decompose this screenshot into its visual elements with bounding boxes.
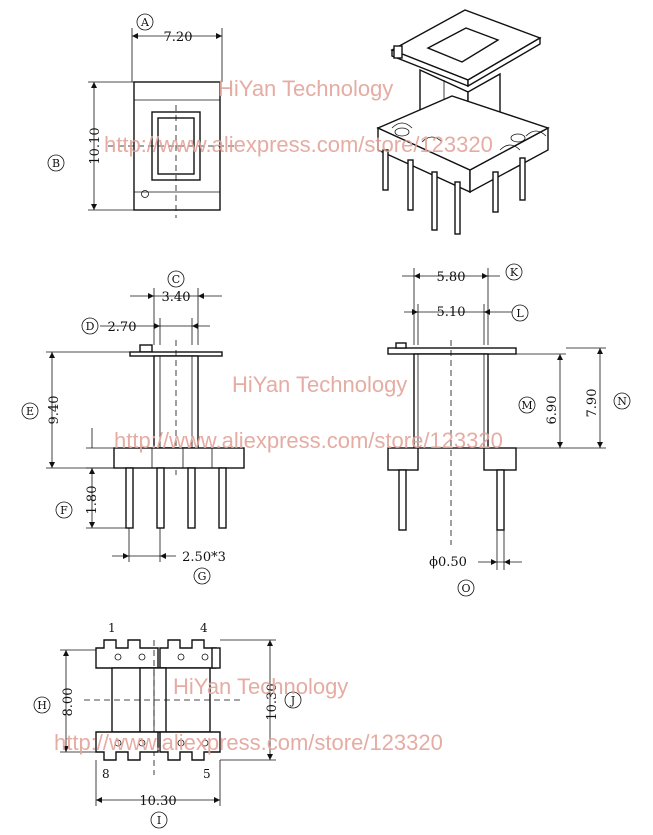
watermark-url-1: http://www.aliexpress.com/store/123320 bbox=[104, 132, 493, 157]
dim-front-height: 9.40 bbox=[47, 396, 62, 425]
watermark-url-3: http://www.aliexpress.com/store/123320 bbox=[54, 730, 443, 755]
dim-front-pin-length: 1.80 bbox=[85, 486, 100, 515]
dim-side-inner-height: 6.90 bbox=[545, 396, 560, 425]
label-circle-a bbox=[136, 13, 154, 31]
side-view: 5.80 K 5.10 L 6.90 M bbox=[387, 263, 631, 597]
watermark-brand-3: HiYan Technology bbox=[173, 674, 348, 699]
pin-1-label: 1 bbox=[108, 621, 116, 635]
pin-4-label: 4 bbox=[200, 621, 208, 635]
label-n: N bbox=[617, 395, 627, 408]
pin-8-label: 8 bbox=[102, 767, 110, 781]
watermark-brand-1: HiYan Technology bbox=[218, 76, 393, 101]
dim-top-height: 10.10 bbox=[88, 127, 103, 164]
front-view: C 3.40 D 2.70 9.40 bbox=[21, 270, 245, 585]
front-base bbox=[113, 447, 245, 469]
label-d: D bbox=[86, 320, 95, 333]
dim-front-pitch: 2.50*3 bbox=[182, 550, 226, 565]
isometric-view bbox=[376, 9, 550, 235]
watermark-brand-2: HiYan Technology bbox=[232, 372, 407, 397]
dim-side-outer-width: 5.80 bbox=[437, 270, 466, 285]
pin-5-label: 5 bbox=[203, 767, 211, 781]
dim-side-total-height: 7.90 bbox=[585, 389, 600, 418]
label-k: K bbox=[510, 266, 519, 279]
label-a: A bbox=[140, 16, 150, 29]
dim-front-inner-width: 2.70 bbox=[108, 320, 137, 335]
dim-top-width: 7.20 bbox=[164, 30, 193, 45]
dim-bottom-height: 8.00 bbox=[61, 688, 76, 717]
label-f: F bbox=[60, 504, 68, 517]
label-m: M bbox=[521, 399, 532, 412]
label-b: B bbox=[52, 157, 60, 170]
dim-bottom-width: 10.30 bbox=[139, 794, 176, 809]
label-o: O bbox=[461, 582, 470, 595]
label-j: J bbox=[290, 694, 295, 707]
label-c: C bbox=[172, 273, 180, 286]
label-e: E bbox=[26, 405, 34, 418]
dim-side-pin-dia: ϕ0.50 bbox=[429, 555, 467, 570]
dim-bottom-depth: 10.30 bbox=[265, 683, 280, 720]
label-h: H bbox=[37, 699, 47, 712]
dim-side-inner-width: 5.10 bbox=[437, 305, 466, 320]
label-g: G bbox=[198, 570, 207, 583]
label-i: I bbox=[157, 814, 161, 827]
dim-front-top-width: 3.40 bbox=[162, 290, 191, 305]
watermarks: HiYan Technology http://www.aliexpress.c… bbox=[54, 76, 503, 755]
watermark-url-2: http://www.aliexpress.com/store/123320 bbox=[114, 428, 503, 453]
label-l: L bbox=[516, 307, 524, 320]
top-view: A 7.20 10.10 B bbox=[47, 13, 236, 218]
bottom-view: 1 4 8 5 8.00 H bbox=[33, 621, 302, 829]
